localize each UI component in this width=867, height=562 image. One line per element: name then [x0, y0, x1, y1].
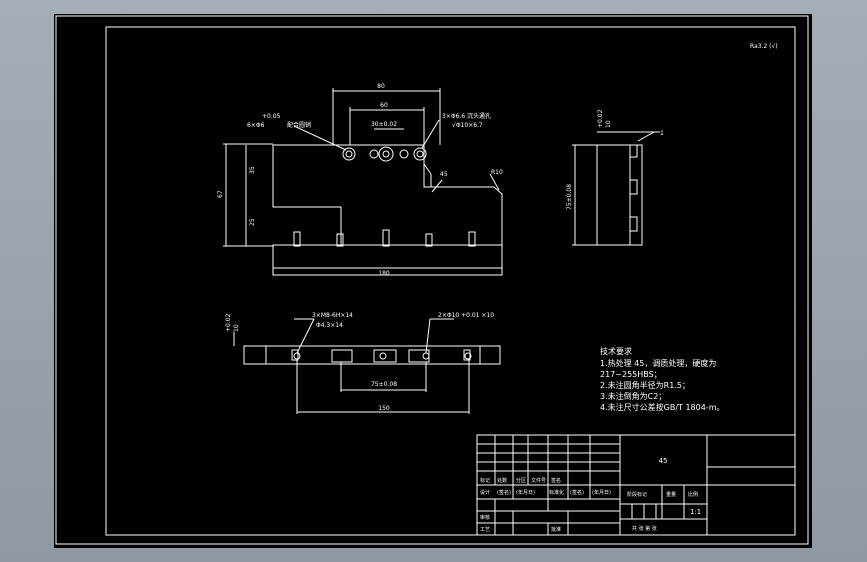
tb-h-docno: 文件号	[531, 477, 546, 484]
tech-req-item-1: 1.热处理 45，调质处理，硬度为	[600, 358, 716, 368]
tb-weight-label: 重量	[666, 491, 676, 498]
drawing-canvas: Ra3.2 (√) 80 60 30±0.02 +0.05 6×Φ6 配合圆销 …	[55, 15, 809, 545]
top-hole-note-a-2: Φ4.3×14	[316, 322, 343, 329]
tb-design-sign: (签名)	[497, 489, 511, 496]
tb-scale-value: 1:1	[690, 508, 701, 516]
hole-note-right-2: √Φ10×6.7	[452, 122, 483, 129]
side-leader-label: 1	[660, 130, 664, 137]
top-view	[233, 318, 501, 414]
hole-note-left: 6×Φ6	[247, 122, 265, 129]
tb-h-mark: 标记	[480, 477, 490, 484]
tb-design: 设计	[480, 489, 490, 496]
tb-h-zone: 分区	[516, 477, 526, 484]
side-dim-top-tol: +0.02	[597, 109, 604, 128]
dim-left-total: 67	[217, 190, 224, 198]
tb-stage-label: 阶段标记	[627, 491, 647, 498]
tech-req-item-4: 3.未注倒角为C2；	[600, 391, 666, 401]
side-view	[572, 131, 660, 246]
top-dim-left: 10	[233, 324, 240, 332]
tb-sheet: 共 张 第 张	[632, 525, 657, 532]
dim-bottom: 180	[378, 270, 390, 277]
tech-req-item-2: 217~255HBS；	[600, 370, 662, 379]
dim-chamfer: 45	[440, 171, 448, 178]
cad-viewport[interactable]: Ra3.2 (√) 80 60 30±0.02 +0.05 6×Φ6 配合圆销 …	[54, 14, 812, 548]
side-dim-height: 75±0.08	[566, 184, 573, 210]
tb-material: 45	[659, 457, 668, 465]
dim-left-lower: 25	[249, 218, 256, 226]
title-block	[476, 434, 796, 536]
top-dim-left-tol: +0.02	[225, 313, 232, 332]
dim-top-outer: 80	[377, 83, 385, 90]
tb-h-sign: 签名	[551, 477, 561, 484]
tb-standard-date: (年月日)	[592, 489, 611, 496]
hole-note-left-tol: +0.05	[262, 113, 281, 120]
hole-note-right-1: 3×Φ6.6 沉头通孔	[442, 112, 491, 120]
inner-border	[105, 26, 796, 536]
roughness-note: Ra3.2 (√)	[750, 43, 778, 50]
tech-req-item-3: 2.未注圆角半径为R1.5；	[600, 380, 690, 390]
tech-req-item-5: 4.未注尺寸公差按GB/T 1804-m。	[600, 402, 724, 412]
tech-req-title: 技术要求	[600, 346, 632, 356]
top-hole-note-b: 2×Φ10 +0.01 ×10	[438, 312, 494, 319]
tb-standard: 标准化	[549, 489, 564, 496]
tech-requirements: 技术要求 1.热处理 45，调质处理，硬度为 217~255HBS； 2.未注圆…	[600, 346, 724, 412]
tb-h-count: 处数	[497, 477, 507, 484]
front-view	[223, 88, 503, 276]
tb-standard-sign: (签名)	[570, 489, 584, 496]
tb-review: 审核	[480, 514, 490, 521]
top-dim-outer: 150	[378, 405, 390, 412]
tb-scale-label: 比例	[688, 491, 698, 498]
dim-center: 30±0.02	[371, 121, 397, 128]
outer-border	[55, 15, 809, 545]
dim-left-upper: 35	[249, 166, 256, 174]
top-hole-note-a-1: 3×M8-6H×14	[312, 312, 353, 319]
tb-design-date: (年月日)	[516, 489, 535, 496]
tb-process: 工艺	[480, 527, 490, 533]
side-dim-top: 10	[605, 120, 612, 128]
hole-note-left-label: 配合圆销	[287, 121, 311, 129]
dim-radius: R10	[491, 169, 503, 176]
dim-top-inner: 60	[380, 102, 388, 109]
top-dim-inner: 75±0.08	[371, 381, 397, 388]
tb-approve: 批准	[551, 526, 561, 533]
